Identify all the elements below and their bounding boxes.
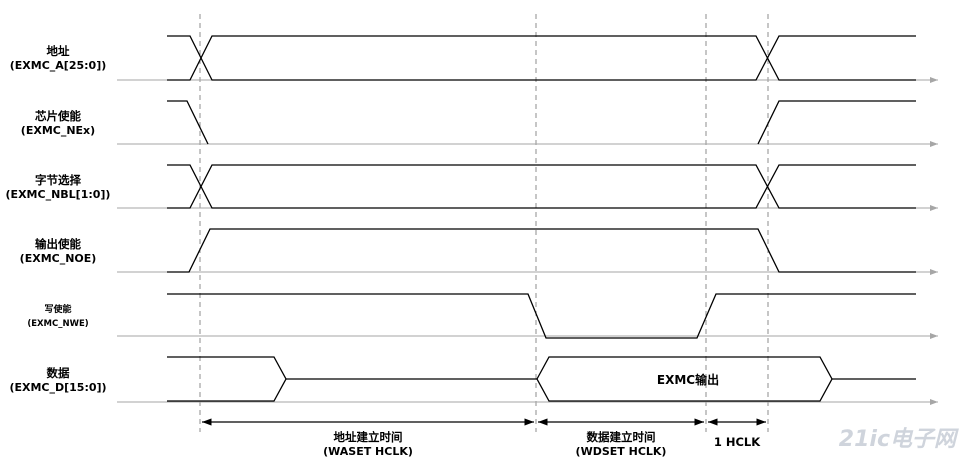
signal-sublabel-byte-select: (EXMC_NBL[1:0]) (6, 188, 111, 201)
interval-subtitle-address-setup: (WASET HCLK) (323, 445, 413, 458)
signal-label-byte-select: 字节选择 (35, 173, 81, 187)
signal-sublabel-chip-enable: (EXMC_NEx) (21, 124, 95, 137)
signal-sublabel-data: (EXMC_D[15:0]) (9, 381, 106, 394)
signal-sublabel-write-enable: (EXMC_NWE) (27, 319, 88, 329)
waveform-byte-select (167, 164, 916, 209)
interval-labels: 地址建立时间 (WASET HCLK) 数据建立时间 (WDSET HCLK) … (323, 430, 761, 458)
waveform-data (167, 356, 916, 402)
signal-label-address: 地址 (47, 44, 70, 58)
data-output-label: EXMC输出 (657, 372, 719, 387)
signal-label-output-enable: 输出使能 (35, 237, 81, 251)
signal-sublabel-address: (EXMC_A[25:0]) (10, 59, 107, 72)
interval-subtitle-data-setup: (WDSET HCLK) (576, 445, 667, 458)
interval-title-data-setup: 数据建立时间 (587, 430, 656, 444)
signal-label-write-enable: 写使能 (44, 303, 71, 315)
time-axes (117, 77, 938, 405)
waveform-write-enable (167, 293, 916, 339)
watermark-logo: 21ic电子网 (839, 427, 959, 452)
waveform-address (167, 35, 916, 81)
interval-title-address-setup: 地址建立时间 (334, 430, 403, 444)
signal-label-chip-enable: 芯片使能 (35, 109, 81, 123)
guide-lines (199, 14, 769, 432)
waveform-chip-enable (167, 100, 916, 145)
signal-labels: 地址 (EXMC_A[25:0]) 芯片使能 (EXMC_NEx) 字节选择 (… (6, 44, 111, 394)
signal-sublabel-output-enable: (EXMC_NOE) (20, 252, 97, 265)
interval-title-1-hclk: 1 HCLK (714, 435, 761, 449)
waveform-output-enable (167, 228, 916, 273)
signal-label-data: 数据 (47, 366, 70, 380)
waveforms (167, 35, 916, 402)
